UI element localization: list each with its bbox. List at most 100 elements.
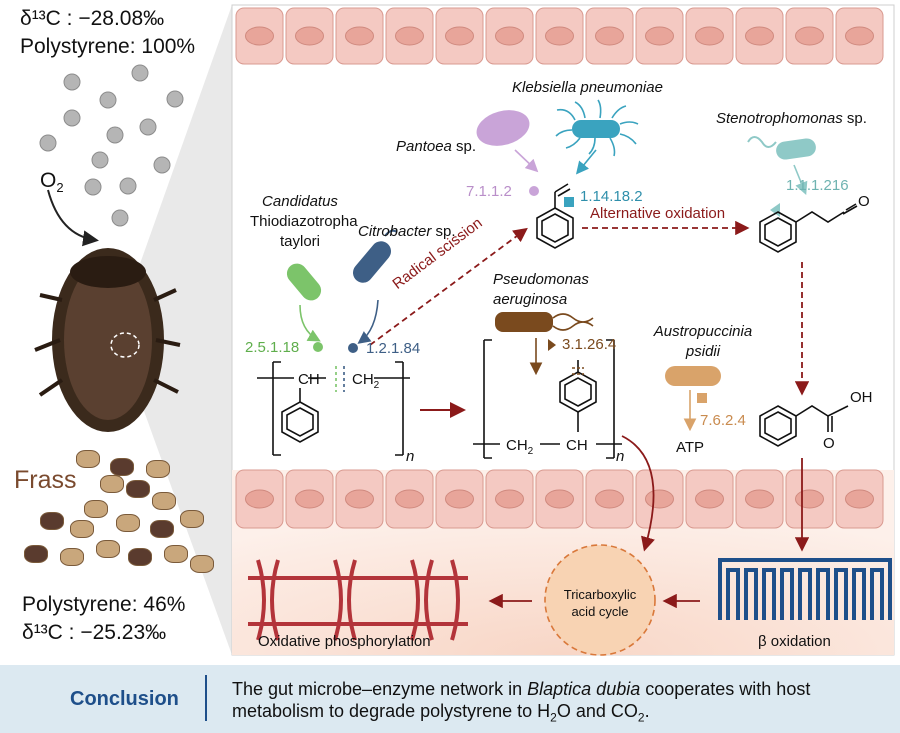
polymer-to-tca-arrow	[621, 435, 655, 552]
frass-label: Frass	[14, 466, 77, 494]
epithelium-middle	[235, 469, 884, 529]
austropuccinia-label: Austropuccinia psidii	[653, 323, 753, 360]
ec-7624-label: 7.6.2.4	[700, 412, 746, 429]
cell-nucleus	[395, 489, 424, 509]
cell-nucleus	[295, 489, 324, 509]
cell-nucleus	[745, 26, 774, 46]
phenylacetic-acid-structure	[759, 405, 849, 447]
acid-carbonyl-oxygen: O	[823, 435, 835, 452]
ec-114182-marker	[564, 197, 574, 207]
final-polystyrene: Polystyrene: 46%	[22, 593, 186, 616]
oxidative-phosphorylation-label: Oxidative phosphorylation	[258, 633, 431, 650]
zoom-wedge	[120, 5, 232, 655]
cockroach-illustration	[34, 248, 181, 432]
oxidative-phosphorylation-membrane	[248, 559, 468, 641]
pantoea-label: Pantoea sp.	[396, 138, 477, 155]
cell-nucleus	[795, 489, 824, 509]
cell-nucleus	[345, 26, 374, 46]
citrobacter-arrow	[357, 299, 379, 344]
cell-nucleus	[795, 26, 824, 46]
stenotrophomonas-cell	[747, 136, 816, 160]
candidatus-cell	[286, 263, 322, 301]
initial-polystyrene: Polystyrene: 100%	[20, 35, 196, 58]
acid-hydroxyl: OH	[850, 389, 873, 406]
ec-12184-marker	[348, 343, 358, 353]
tca-cycle-circle	[544, 544, 656, 656]
stenotrophomonas-label: Stenotrophomonas sp.	[716, 110, 867, 127]
cell-nucleus	[645, 26, 674, 46]
ec-111216-label: 1.1.1.216	[786, 177, 849, 194]
ec-31264-label: 3.1.26.4	[562, 336, 617, 353]
conclusion-text: The gut microbe–enzyme network in Blapti…	[232, 679, 811, 725]
ch-label-left: CH	[298, 371, 320, 388]
cell-nucleus	[345, 489, 374, 509]
pantoea-cell	[476, 110, 530, 146]
atp-label: ATP	[676, 439, 705, 456]
klebsiella-label: Klebsiella pneumoniae	[512, 79, 663, 96]
phenylacetaldehyde-structure	[759, 203, 858, 253]
final-delta13c: δ¹³C : −25.23‰	[22, 621, 167, 644]
cell-nucleus	[445, 26, 474, 46]
beta-oxidation-mitochondria	[718, 558, 892, 620]
klebsiella-cell	[555, 99, 639, 157]
cell-nucleus	[495, 26, 524, 46]
cell-nucleus	[245, 26, 274, 46]
cell-nucleus	[595, 26, 624, 46]
ec-31264-marker	[548, 339, 556, 351]
citrobacter-label: Citrobacter sp.	[358, 223, 456, 240]
epithelium-top	[235, 7, 884, 65]
cell-nucleus	[545, 489, 574, 509]
austropuccinia-cell	[665, 366, 721, 386]
styrene-structure	[536, 183, 574, 249]
initial-delta13c: δ¹³C : −28.08‰	[20, 7, 165, 30]
ch2-label-left: CH2	[352, 371, 380, 391]
cell-nucleus	[845, 489, 874, 509]
cell-nucleus	[545, 26, 574, 46]
polystyrene-structure-left	[257, 361, 410, 456]
tca-cycle-label: Tricarboxylic acid cycle	[563, 587, 637, 619]
cell-nucleus	[695, 26, 724, 46]
ch2-label-right: CH2	[506, 437, 534, 457]
cell-nucleus	[395, 26, 424, 46]
cell-nucleus	[245, 489, 274, 509]
ec-7624-marker	[697, 393, 707, 403]
cell-nucleus	[845, 26, 874, 46]
conclusion-bar	[0, 665, 900, 733]
ec-25118-marker	[313, 342, 323, 352]
pseudomonas-label: Pseudomonas aeruginosa	[493, 271, 589, 308]
stenotrophomonas-arrow	[793, 164, 808, 195]
ec-7112-marker	[529, 186, 539, 196]
candidatus-label: Candidatus Thiodiazotropha taylori	[250, 193, 358, 250]
aldehyde-oxygen: O	[858, 193, 870, 210]
oxygen-arrow	[47, 189, 99, 247]
oxygen-molecules	[39, 64, 184, 227]
ec-12184-label: 1.2.1.84	[366, 340, 421, 357]
cell-nucleus	[295, 26, 324, 46]
ec-7112-label: 7.1.1.2	[466, 183, 512, 200]
klebsiella-arrow	[575, 149, 597, 175]
cell-nucleus	[745, 489, 774, 509]
candidatus-arrow	[299, 304, 321, 342]
ch-label-right: CH	[566, 437, 588, 454]
cell-nucleus	[695, 489, 724, 509]
cell-nucleus	[595, 489, 624, 509]
radical-scission-arrow	[369, 227, 528, 346]
pantoea-arrow	[514, 149, 539, 173]
repeat-n-left: n	[406, 448, 415, 465]
cell-nucleus	[445, 489, 474, 509]
alternative-oxidation-label: Alternative oxidation	[590, 205, 726, 222]
repeat-n-right: n	[616, 448, 625, 465]
ec-111216-marker	[770, 203, 780, 217]
cell-nucleus	[645, 489, 674, 509]
citrobacter-cell	[353, 229, 398, 283]
ec-114182-label: 1.14.18.2	[580, 188, 643, 205]
conclusion-label: Conclusion	[70, 688, 179, 710]
polystyrene-structure-right	[473, 339, 622, 459]
oxygen-label: O2	[40, 169, 64, 196]
ec-25118-label: 2.5.1.18	[245, 339, 300, 356]
beta-oxidation-label: β oxidation	[758, 633, 831, 650]
pseudomonas-cell	[495, 312, 594, 332]
conclusion-divider	[205, 675, 207, 721]
cell-nucleus	[495, 489, 524, 509]
